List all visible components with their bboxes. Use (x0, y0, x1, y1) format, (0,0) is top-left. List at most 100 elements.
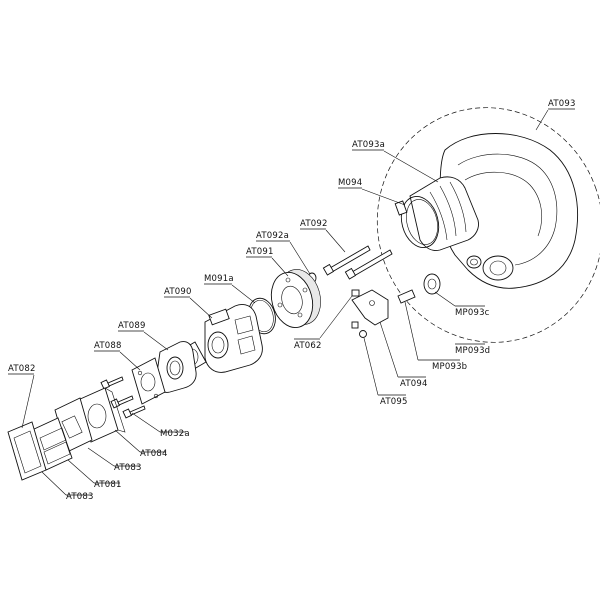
housing-lower-port-inner (489, 260, 507, 276)
spacer-bore (281, 285, 303, 315)
screw-2 (129, 405, 146, 416)
nut-at095 (359, 330, 367, 338)
spacer-hole-1 (285, 277, 291, 283)
label-at092a: AT092a (256, 231, 289, 241)
part-labels: AT093 AT093a M094 AT092 AT092a AT091 M09… (8, 99, 575, 502)
screws-left (100, 376, 146, 419)
leader-at084 (114, 429, 141, 453)
label-at088: AT088 (94, 341, 122, 351)
bracket-hole (369, 300, 375, 306)
nut-small (351, 321, 359, 329)
spacer-face (270, 272, 314, 328)
leader-at092a (289, 241, 311, 275)
bolt-2-head (344, 267, 357, 280)
label-m094: M094 (338, 178, 362, 188)
label-at081: AT081 (94, 480, 122, 490)
label-mp093d: MP093d (455, 346, 490, 356)
front-plate-at082 (7, 421, 47, 481)
leader-m032a (131, 412, 161, 433)
label-mp093c: MP093c (455, 308, 490, 318)
boot-at093a (409, 176, 479, 251)
leader-at088 (119, 351, 141, 371)
gasket-at088-hole-b (153, 393, 159, 399)
spacer-hole-4 (302, 287, 308, 293)
housing-side-port-inner (470, 258, 478, 266)
reed-block-side (104, 387, 126, 433)
leader-at083a (87, 447, 115, 467)
front-plate-inner (13, 430, 42, 474)
clamp-ring (400, 196, 440, 248)
small-parts (351, 273, 441, 338)
leader-at089 (143, 331, 169, 351)
boot-rib-1 (429, 191, 448, 241)
label-at092: AT092 (300, 219, 328, 229)
label-at062: AT062 (294, 341, 322, 351)
bolt-1-head (322, 263, 335, 276)
spacer-hole-3 (277, 302, 283, 308)
screw-1-head (100, 379, 111, 390)
carburetor-at090 (204, 304, 263, 373)
screw-2-head (122, 408, 133, 419)
label-m091a: M091a (204, 274, 234, 284)
screw-3-head (110, 398, 121, 409)
nut-at062 (351, 289, 360, 297)
leader-at062 (319, 295, 353, 339)
label-mp093b: MP093b (432, 362, 467, 372)
reed-block-hole (87, 403, 107, 429)
label-at083-a: AT083 (114, 463, 142, 473)
gasket-at088-hole (140, 372, 156, 392)
screw-1 (107, 376, 124, 387)
fitting-mp093b (397, 289, 416, 304)
reed-valve-petal-1 (39, 427, 67, 451)
label-at090: AT090 (164, 287, 192, 297)
leader-m094 (361, 188, 406, 206)
carb-top (208, 308, 230, 326)
label-at089: AT089 (118, 321, 146, 331)
boot-rib-3 (449, 181, 467, 233)
leader-lines (21, 109, 549, 496)
leader-at092 (325, 229, 346, 253)
boot-rib-2 (439, 185, 457, 237)
clamp-ring-inner (406, 199, 438, 245)
leader-at081 (67, 459, 95, 484)
label-at083-b: AT083 (66, 492, 94, 502)
label-m032a: M032a (160, 429, 190, 439)
gasket-at088-body (131, 357, 166, 405)
housing-side-port (466, 255, 482, 269)
cap-mp093c (423, 273, 441, 295)
leader-at082 (21, 374, 35, 429)
boot-body (409, 176, 479, 251)
cap-mp093c-inner (427, 278, 437, 290)
leader-at093 (535, 109, 549, 131)
carb-detail-2 (237, 335, 256, 355)
carb-bore-inner (211, 336, 225, 354)
leader-at083b (41, 471, 67, 496)
housing-inner-curve-2 (464, 171, 543, 237)
leader-mp093c (434, 291, 456, 307)
leader-m091a (231, 284, 256, 304)
spacer-at091 (270, 269, 321, 328)
reed-valve-petal-2 (43, 441, 71, 465)
label-at093a: AT093a (352, 140, 385, 150)
gasket-at088 (131, 357, 166, 405)
label-at084: AT084 (140, 449, 168, 459)
housing-dashed-outline (376, 107, 600, 343)
plate-at083-window (61, 415, 83, 439)
bracket-body (351, 289, 389, 326)
spacer-hole-2 (297, 312, 303, 318)
housing-lower-port (482, 255, 514, 281)
carb-detail-1 (234, 315, 254, 335)
leader-at090 (189, 297, 213, 319)
adapter-at089 (155, 341, 197, 393)
adapter-bore (166, 356, 184, 380)
housing-inner-curve (457, 153, 558, 266)
gasket-at088-hole-a (137, 370, 143, 376)
leader-at091 (271, 257, 289, 277)
label-at094: AT094 (400, 379, 428, 389)
leader-at095 (363, 337, 379, 396)
label-at095: AT095 (380, 397, 408, 407)
label-at082: AT082 (8, 364, 36, 374)
leader-mp093b (404, 301, 419, 361)
housing-at093 (376, 107, 600, 343)
label-at091: AT091 (246, 247, 274, 257)
